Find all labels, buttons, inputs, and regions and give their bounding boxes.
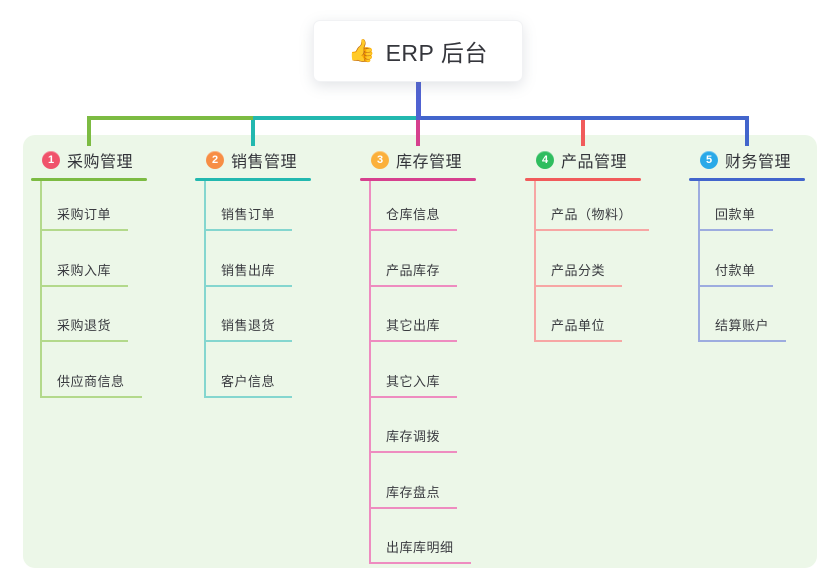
branch-drop-line-2 (251, 116, 255, 146)
child-node-label: 客户信息 (221, 374, 276, 389)
child-node[interactable]: 库存调拨 (369, 428, 458, 453)
branch-underline-2 (195, 178, 311, 181)
root-node-label: ERP 后台 (385, 40, 488, 66)
branch-badge-5: 5 (700, 151, 718, 169)
child-node[interactable]: 销售出库 (204, 262, 293, 287)
branch-children-line-2 (204, 181, 206, 398)
branch-children-line-5 (698, 181, 700, 342)
child-node-label: 采购退货 (57, 318, 112, 333)
child-node-label: 其它出库 (386, 318, 441, 333)
branch-children-line-1 (40, 181, 42, 398)
child-node-label: 结算账户 (715, 318, 770, 333)
child-node[interactable]: 采购订单 (40, 206, 129, 231)
branch-header-5[interactable]: 5 财务管理 (700, 150, 792, 171)
child-node-label: 采购入库 (57, 263, 112, 278)
branch-label-1: 采购管理 (67, 154, 134, 171)
branch-header-2[interactable]: 2 销售管理 (206, 150, 298, 171)
child-node-label: 供应商信息 (57, 374, 125, 389)
child-node-label: 付款单 (715, 263, 756, 278)
child-node-label: 产品（物料） (551, 207, 633, 222)
child-node-label: 库存盘点 (386, 485, 441, 500)
root-vertical-line (415, 82, 421, 120)
branch-label-4: 产品管理 (561, 154, 628, 171)
branch-underline-5 (689, 178, 805, 181)
child-node-label: 销售退货 (221, 318, 276, 333)
branch-drop-line-5 (745, 116, 749, 146)
child-node[interactable]: 回款单 (698, 206, 773, 231)
child-node-label: 回款单 (715, 207, 756, 222)
branch-drop-line-4 (581, 116, 585, 146)
root-node[interactable]: 👍 ERP 后台 (313, 20, 523, 82)
child-node[interactable]: 付款单 (698, 262, 773, 287)
child-node[interactable]: 客户信息 (204, 373, 293, 398)
branch-header-1[interactable]: 1 采购管理 (42, 150, 134, 171)
child-node[interactable]: 采购退货 (40, 317, 129, 342)
branch-underline-4 (525, 178, 641, 181)
child-node[interactable]: 产品库存 (369, 262, 458, 287)
child-node[interactable]: 库存盘点 (369, 484, 458, 509)
child-node[interactable]: 产品（物料） (534, 206, 650, 231)
child-node-label: 产品库存 (386, 263, 441, 278)
child-node[interactable]: 仓库信息 (369, 206, 458, 231)
branch-drop-line-3 (416, 116, 420, 146)
child-node-label: 仓库信息 (386, 207, 441, 222)
child-node-label: 产品分类 (551, 263, 606, 278)
trunk-segment-1 (87, 116, 253, 120)
child-node[interactable]: 采购入库 (40, 262, 129, 287)
child-node-label: 出库库明细 (386, 540, 454, 555)
child-node-label: 其它入库 (386, 374, 441, 389)
branches-panel (23, 135, 817, 568)
branch-drop-line-1 (87, 116, 91, 146)
child-node-label: 库存调拨 (386, 429, 441, 444)
branch-children-line-4 (534, 181, 536, 342)
branch-badge-1: 1 (42, 151, 60, 169)
thumbs-up-icon: 👍 (348, 38, 376, 63)
branch-badge-3: 3 (371, 151, 389, 169)
branch-badge-4: 4 (536, 151, 554, 169)
child-node-label: 采购订单 (57, 207, 112, 222)
trunk-segment-3 (418, 116, 749, 120)
child-node-label: 销售订单 (221, 207, 276, 222)
child-node[interactable]: 销售退货 (204, 317, 293, 342)
child-node[interactable]: 结算账户 (698, 317, 787, 342)
branch-underline-3 (360, 178, 476, 181)
child-node[interactable]: 出库库明细 (369, 539, 471, 564)
child-node[interactable]: 供应商信息 (40, 373, 142, 398)
branch-children-line-3 (369, 181, 371, 564)
branch-underline-1 (31, 178, 147, 181)
child-node[interactable]: 其它入库 (369, 373, 458, 398)
branch-header-3[interactable]: 3 库存管理 (371, 150, 463, 171)
child-node-label: 产品单位 (551, 318, 606, 333)
child-node[interactable]: 产品单位 (534, 317, 623, 342)
branch-badge-2: 2 (206, 151, 224, 169)
branch-label-3: 库存管理 (396, 154, 463, 171)
trunk-segment-2 (253, 116, 418, 120)
branch-label-2: 销售管理 (231, 154, 298, 171)
branch-header-4[interactable]: 4 产品管理 (536, 150, 628, 171)
child-node[interactable]: 产品分类 (534, 262, 623, 287)
child-node[interactable]: 销售订单 (204, 206, 293, 231)
child-node[interactable]: 其它出库 (369, 317, 458, 342)
child-node-label: 销售出库 (221, 263, 276, 278)
branch-label-5: 财务管理 (725, 154, 792, 171)
